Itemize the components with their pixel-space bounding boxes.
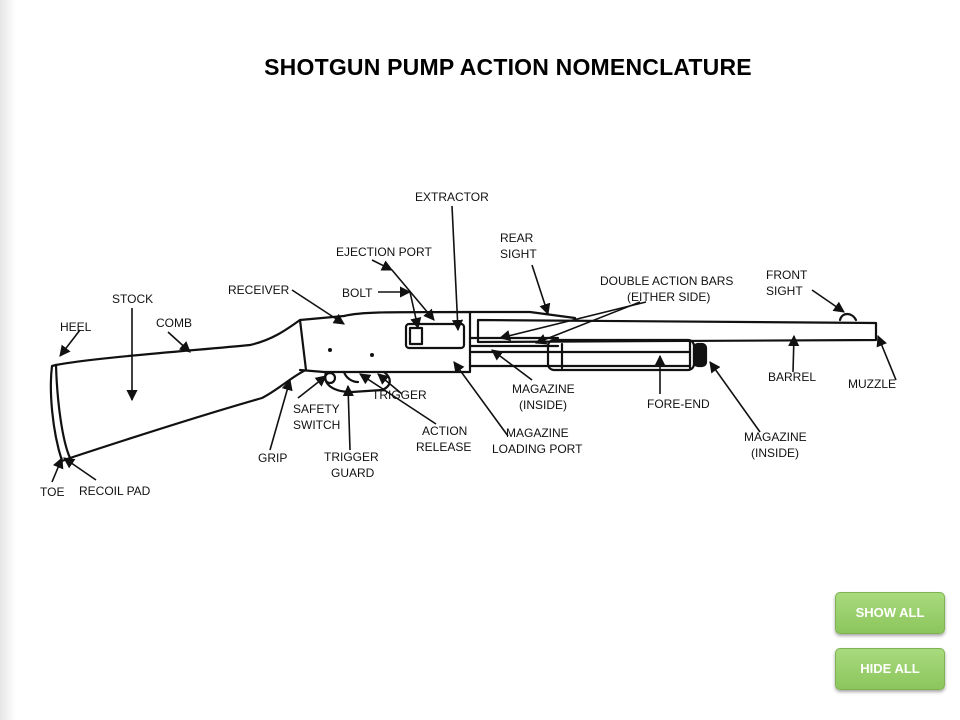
label-bolt: BOLT	[342, 286, 373, 300]
label-stock: STOCK	[112, 292, 153, 306]
ejection-port-shape	[404, 322, 466, 350]
front-sight-shape	[838, 312, 858, 322]
label-action-release-2: RELEASE	[416, 440, 471, 454]
label-fore-end: FORE-END	[647, 397, 710, 411]
label-heel: HEEL	[60, 320, 92, 334]
label-muzzle: MUZZLE	[848, 377, 896, 391]
label-extractor: EXTRACTOR	[415, 190, 489, 204]
leader-lines	[51, 205, 897, 483]
label-rear-sight-2: SIGHT	[500, 247, 537, 261]
trigger-shape	[342, 370, 360, 384]
label-magazine-inside-1-line1: MAGAZINE	[512, 382, 575, 396]
stock-shape	[54, 318, 308, 460]
magazine-tube-shape	[468, 350, 692, 368]
label-double-action-bars-1: DOUBLE ACTION BARS	[600, 274, 733, 288]
label-magazine-loading-port-2: LOADING PORT	[492, 442, 583, 456]
label-magazine-inside-2-line2: (INSIDE)	[751, 446, 799, 460]
bolt-shape	[408, 326, 424, 346]
label-safety-switch-2: SWITCH	[293, 418, 340, 432]
label-action-release-1: ACTION	[422, 424, 467, 438]
label-magazine-inside-2-line1: MAGAZINE	[744, 430, 807, 444]
label-trigger-guard-2: GUARD	[331, 466, 375, 480]
label-front-sight-2: SIGHT	[766, 284, 803, 298]
label-magazine-loading-port-1: MAGAZINE	[506, 426, 569, 440]
label-magazine-inside-1-line2: (INSIDE)	[519, 398, 567, 412]
label-double-action-bars-2: (EITHER SIDE)	[627, 290, 710, 304]
label-trigger-guard-1: TRIGGER	[324, 450, 379, 464]
label-rear-sight-1: REAR	[500, 231, 534, 245]
label-trigger: TRIGGER	[372, 388, 427, 402]
label-front-sight-1: FRONT	[766, 268, 808, 282]
label-barrel: BARREL	[768, 370, 816, 384]
barrel-shape	[476, 318, 878, 344]
hide-all-button[interactable]: HIDE ALL	[835, 648, 945, 690]
page-title: SHOTGUN PUMP ACTION NOMENCLATURE	[264, 54, 752, 80]
show-all-button[interactable]: SHOW ALL	[835, 592, 945, 634]
label-receiver: RECEIVER	[228, 283, 290, 297]
diagram-labels: EXTRACTOR EJECTION PORT REAR SIGHT DOUBL…	[40, 190, 896, 499]
label-ejection-port: EJECTION PORT	[336, 245, 432, 259]
rear-sight-shape	[468, 310, 577, 320]
label-toe: TOE	[40, 485, 64, 499]
label-safety-switch-1: SAFETY	[293, 402, 340, 416]
receiver-shape	[298, 310, 472, 374]
slide-edge-shadow	[0, 0, 16, 720]
label-grip: GRIP	[258, 451, 287, 465]
safety-switch-shape	[323, 371, 337, 385]
label-recoil-pad: RECOIL PAD	[79, 484, 151, 498]
magazine-cap-shape	[692, 342, 708, 368]
label-comb: COMB	[156, 316, 192, 330]
